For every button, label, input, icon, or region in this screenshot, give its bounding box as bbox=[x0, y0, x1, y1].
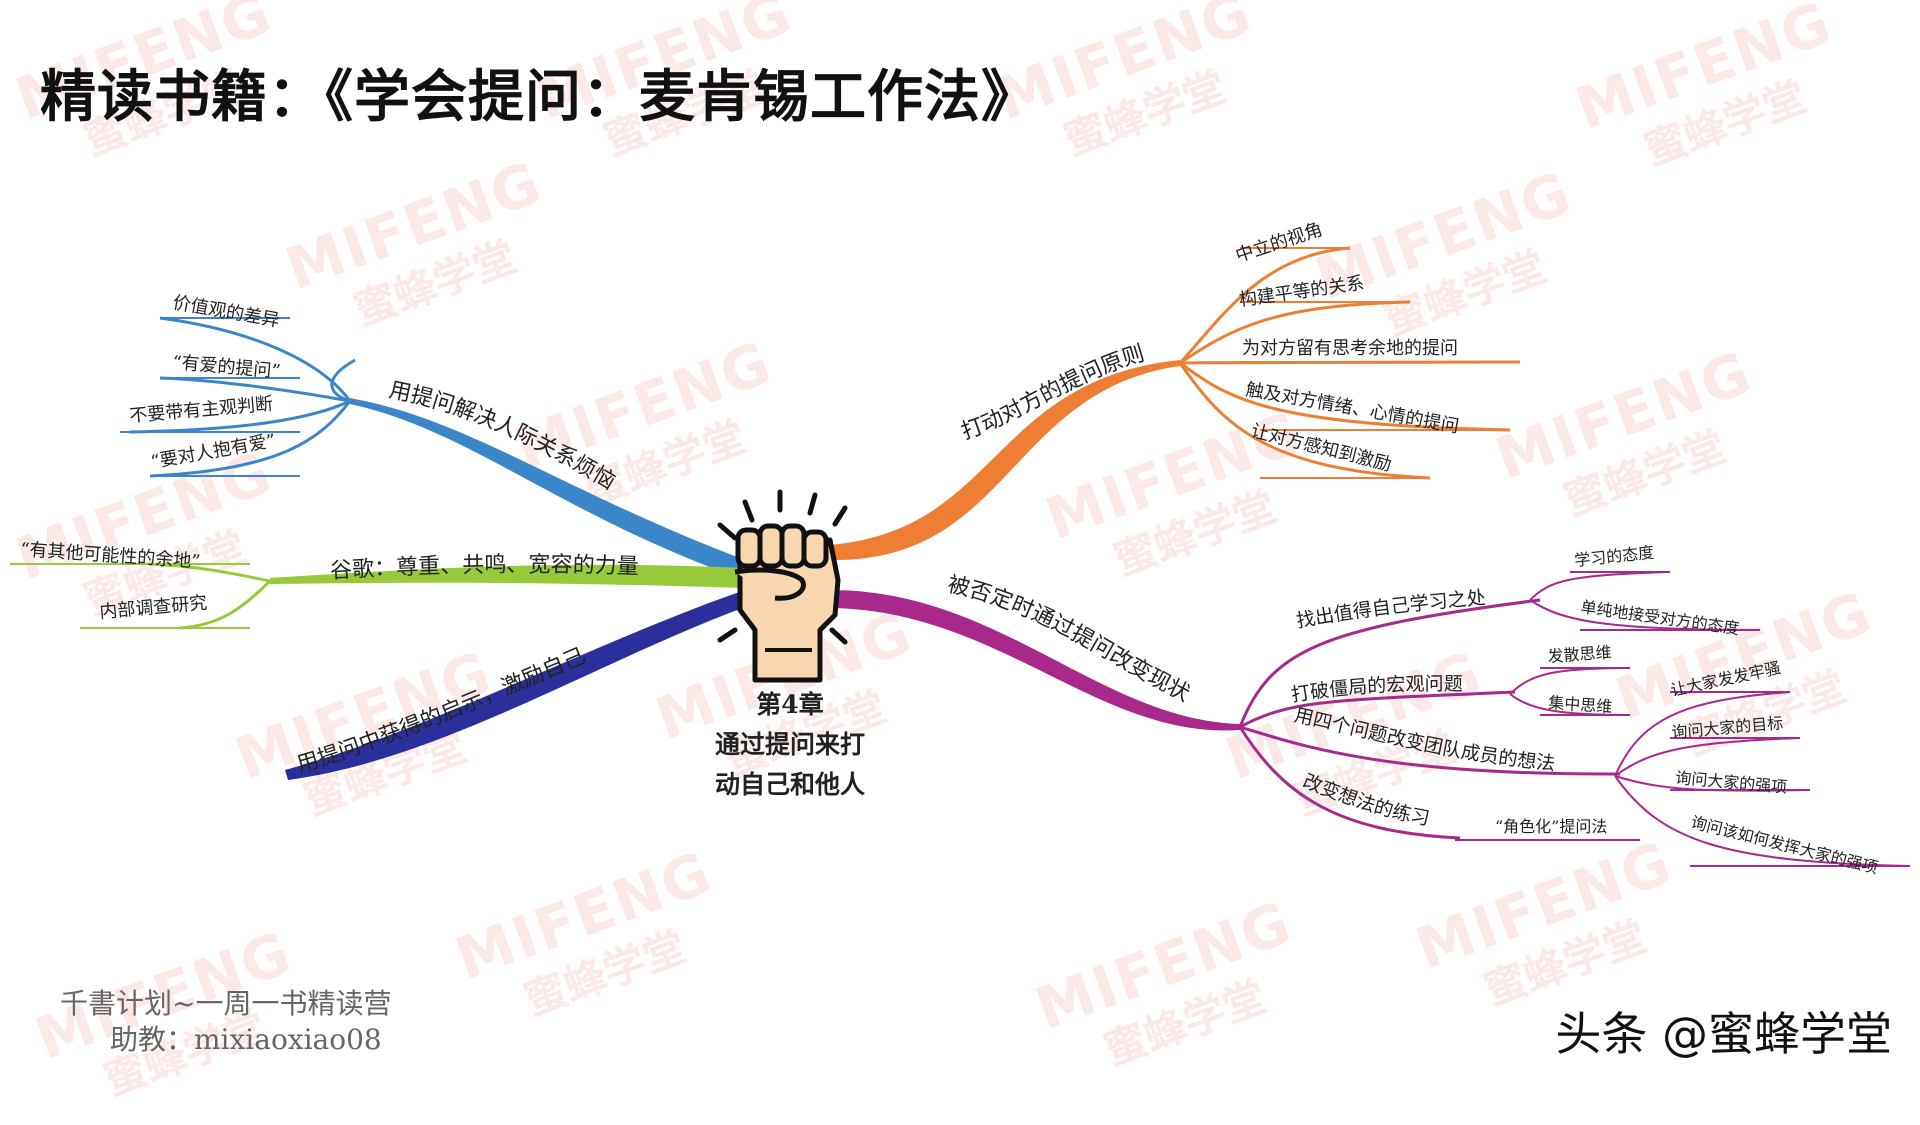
leaf-item: 让对方感知到激励 bbox=[1249, 420, 1394, 475]
leaf-item: 内部调查研究 bbox=[99, 593, 208, 623]
leaf-item: “角色化”提问法 bbox=[1495, 817, 1607, 836]
mindmap-svg: 用提问解决人际关系烦恼 谷歌：尊重、共鸣、宽容的力量 用提问中获得的启示，激励自… bbox=[10, 219, 1911, 877]
branch-google bbox=[10, 562, 745, 630]
branch-inspire-self bbox=[285, 590, 748, 780]
leaf-item: 集中思维 bbox=[1548, 693, 1613, 716]
chapter-title-line2: 动自己和他人 bbox=[714, 770, 865, 799]
footer-plan: 千書计划~一周一书精读营 bbox=[60, 987, 392, 1020]
source-credit: 头条 @蜜蜂学堂 bbox=[1555, 1007, 1892, 1061]
chapter-number: 第4章 bbox=[756, 690, 824, 719]
leaf-item: 发散思维 bbox=[1547, 643, 1612, 666]
sub-label-learn: 找出值得自己学习之处 bbox=[1295, 587, 1487, 632]
branch-interpersonal bbox=[120, 316, 745, 580]
branch-negated bbox=[830, 571, 1911, 867]
svg-text:找出值得自己学习之处: 找出值得自己学习之处 bbox=[1295, 587, 1487, 632]
page-title: 精读书籍：《学会提问：麦肯锡工作法》 bbox=[40, 65, 1038, 130]
sub-label-practice: 改变想法的练习 bbox=[1300, 770, 1432, 830]
leaf-item: 中立的视角 bbox=[1233, 219, 1325, 267]
svg-text:打动对方的提问原则: 打动对方的提问原则 bbox=[958, 341, 1147, 445]
leaf-item: 为对方留有思考余地的提问 bbox=[1242, 338, 1458, 359]
branch-label-inspire-self: 用提问中获得的启示，激励自己 bbox=[294, 644, 589, 779]
svg-text:打破僵局的宏观问题: 打破僵局的宏观问题 bbox=[1290, 673, 1463, 706]
svg-text:改变想法的练习: 改变想法的练习 bbox=[1300, 770, 1432, 830]
leaf-item: 单纯地接受对方的态度 bbox=[1579, 597, 1740, 638]
leaf-item: “有其他可能性的余地” bbox=[20, 539, 201, 573]
footer-assistant: 助教：mixiaoxiao08 bbox=[110, 1023, 382, 1056]
branch-label-principles: 打动对方的提问原则 bbox=[958, 341, 1147, 445]
raised-fist-icon bbox=[717, 489, 848, 683]
center-topic: 第4章 通过提问来打 动自己和他人 bbox=[670, 685, 910, 805]
svg-text:用提问中获得的启示，激励自己: 用提问中获得的启示，激励自己 bbox=[294, 644, 589, 779]
leaf-item: 不要带有主观判断 bbox=[129, 394, 274, 427]
chapter-title-line1: 通过提问来打 bbox=[714, 730, 865, 759]
leaf-item: “要对人抱有爱” bbox=[149, 430, 277, 473]
leaf-item: 询问大家的强项 bbox=[1675, 768, 1788, 797]
svg-text:用提问解决人际关系烦恼: 用提问解决人际关系烦恼 bbox=[387, 378, 620, 495]
sub-label-break-deadlock: 打破僵局的宏观问题 bbox=[1290, 673, 1463, 706]
leaf-item: 询问该如何发挥大家的强项 bbox=[1689, 812, 1880, 877]
leaf-item: 学习的态度 bbox=[1573, 543, 1655, 570]
branch-principles bbox=[830, 246, 1521, 560]
branch-label-interpersonal: 用提问解决人际关系烦恼 bbox=[387, 378, 620, 495]
leaf-item: 价值观的差异 bbox=[171, 292, 281, 331]
